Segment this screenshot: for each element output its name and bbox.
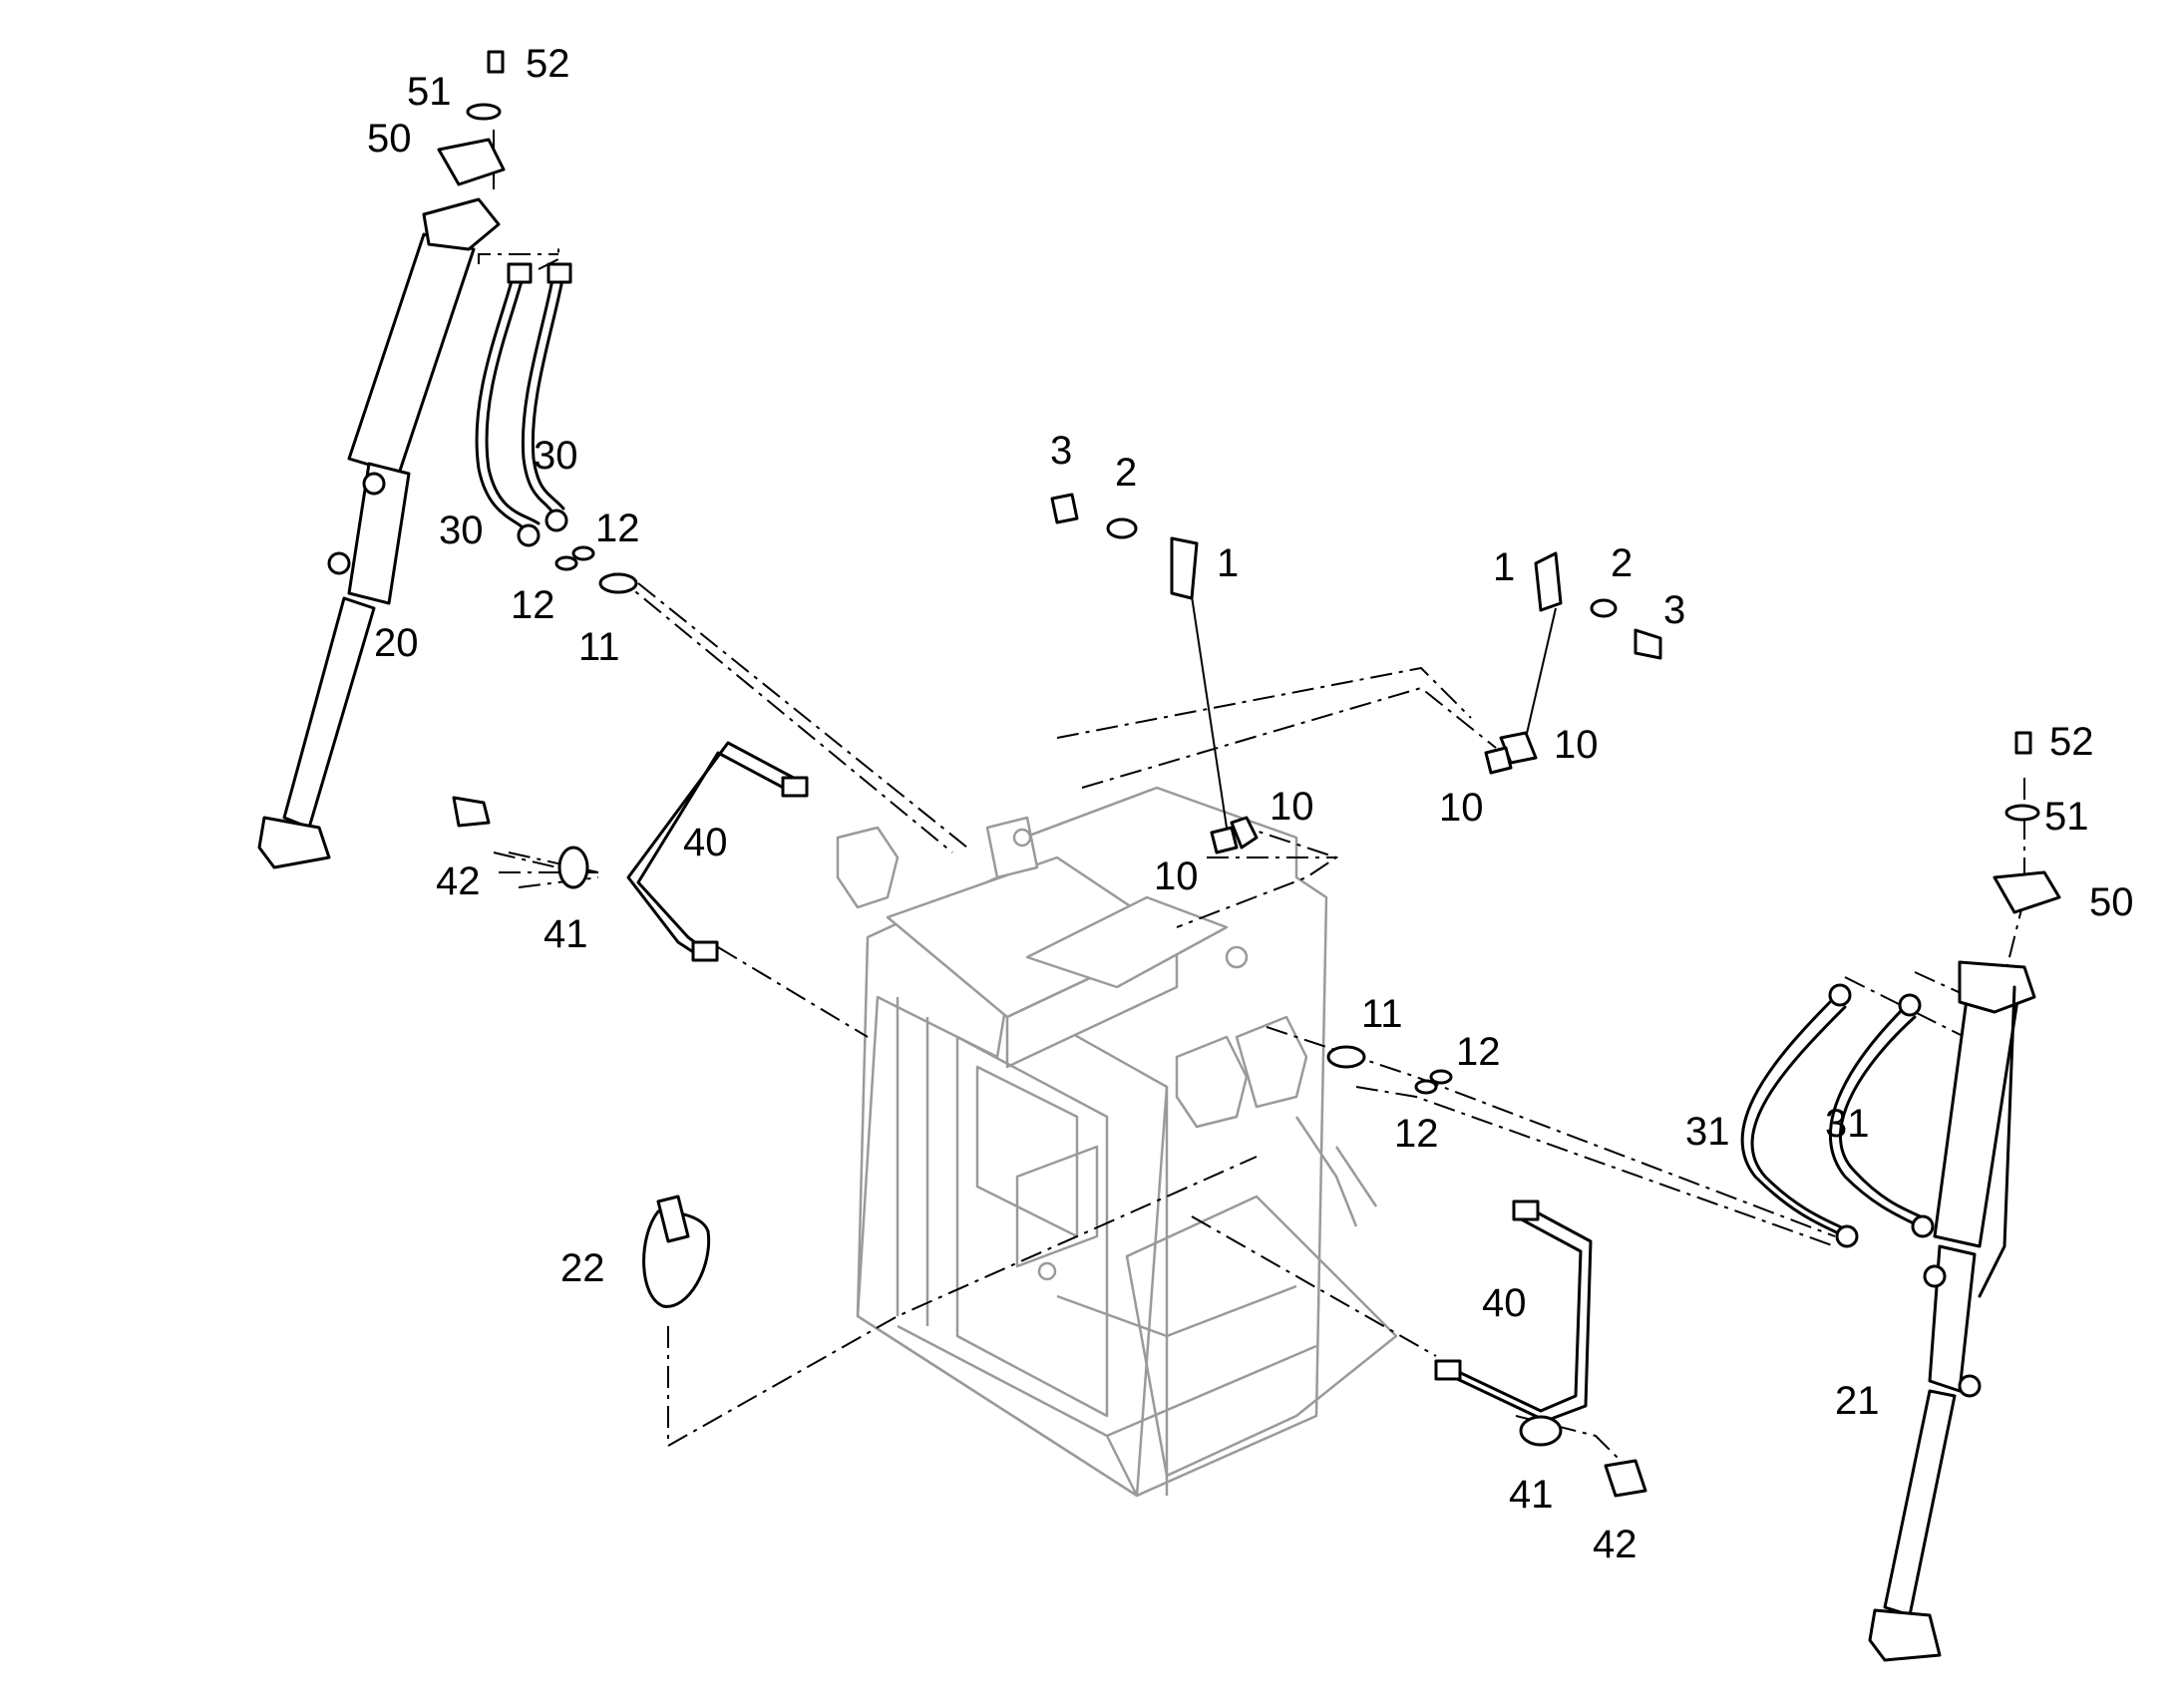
callout-21: 21 [1835, 1379, 1880, 1423]
callout-10-upper-right: 10 [1554, 723, 1599, 767]
seals-right [1326, 1045, 1453, 1095]
callout-41-left: 41 [544, 912, 588, 956]
callout-51-right: 51 [2044, 795, 2089, 839]
callout-2-middle: 2 [1115, 451, 1137, 495]
main-frame [836, 786, 1398, 1498]
callout-10-upper-middle: 10 [1270, 785, 1314, 829]
hydraulic-cylinder-right [1868, 731, 2061, 1662]
callout-12-right-upper: 12 [1456, 1030, 1501, 1074]
callout-12-left-lower: 12 [511, 583, 555, 627]
callout-50-right: 50 [2089, 880, 2134, 924]
hoses-31 [1740, 983, 1935, 1248]
callout-31-right: 31 [1825, 1102, 1870, 1146]
callout-41-right: 41 [1509, 1473, 1554, 1517]
callout-40-right: 40 [1482, 1281, 1527, 1325]
hoses-30 [475, 262, 572, 547]
callout-12-left-upper: 12 [595, 507, 640, 550]
callout-42-left: 42 [436, 859, 481, 903]
callout-1-right: 1 [1493, 545, 1515, 589]
callout-11-right: 11 [1361, 992, 1403, 1036]
ground-strap-right [1484, 551, 1662, 775]
callout-42-right: 42 [1593, 1523, 1637, 1566]
callout-1-middle: 1 [1217, 541, 1239, 585]
callout-11-left: 11 [578, 625, 620, 669]
callout-31-left: 31 [1685, 1110, 1730, 1154]
lock-pin-22 [642, 1195, 711, 1308]
callout-10-lower-middle: 10 [1154, 854, 1199, 898]
ground-strap-middle [1050, 493, 1259, 854]
callout-30-lower: 30 [439, 509, 484, 552]
callout-12-right-lower: 12 [1394, 1112, 1439, 1156]
callout-30-upper: 30 [534, 434, 578, 478]
callout-52-left: 52 [526, 42, 570, 86]
callout-52-right: 52 [2049, 720, 2094, 764]
tube-right-40 [1434, 1199, 1647, 1498]
callout-51-left: 51 [407, 70, 452, 114]
callout-20: 20 [374, 621, 419, 665]
callout-22: 22 [560, 1246, 605, 1290]
callouts: 52 51 50 30 30 12 12 11 20 3 2 1 1 2 3 1… [367, 42, 2134, 1566]
callout-3-right: 3 [1663, 588, 1685, 632]
seals-left [554, 545, 638, 594]
callout-3-middle: 3 [1050, 429, 1072, 473]
callout-50-left: 50 [367, 117, 412, 161]
callout-40-left: 40 [683, 821, 728, 864]
hydraulic-cylinder-left [257, 50, 506, 869]
tube-left-40 [452, 741, 809, 962]
callout-2-right: 2 [1611, 541, 1633, 585]
callout-10-lower-right: 10 [1439, 786, 1484, 830]
